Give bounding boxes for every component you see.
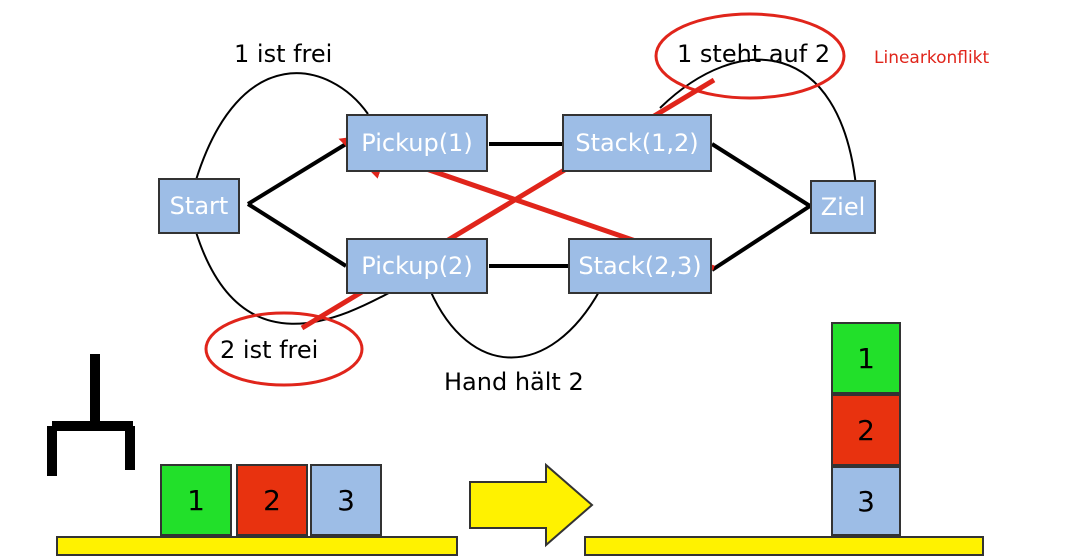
edge-stack23-ziel xyxy=(710,204,812,272)
node-pickup2: Pickup(2) xyxy=(346,238,488,294)
link-one-free xyxy=(195,72,369,181)
goal-block-2: 2 xyxy=(831,394,901,466)
conflict-ellipse-top xyxy=(654,12,846,100)
goal-block-3: 3 xyxy=(831,466,901,536)
annotation-one-on-two: 1 steht auf 2 xyxy=(677,40,831,68)
node-stack23: Stack(2,3) xyxy=(568,238,712,294)
initial-block-3: 3 xyxy=(310,464,382,536)
annotation-linear-conflict: Linearkonflikt xyxy=(874,48,990,68)
annotation-hand-holds-two: Hand hält 2 xyxy=(444,368,584,396)
initial-block-1: 1 xyxy=(160,464,232,536)
link-two-free xyxy=(195,231,399,325)
gripper-icon xyxy=(47,354,135,476)
conflict-ellipse-bottom xyxy=(204,311,364,387)
node-ziel: Ziel xyxy=(810,180,876,234)
node-pickup1: Pickup(1) xyxy=(346,114,488,172)
transition-arrow-icon xyxy=(469,462,594,548)
edge-start-pickup2 xyxy=(246,202,348,268)
annotation-one-free: 1 ist frei xyxy=(234,40,333,68)
annotation-two-free: 2 ist frei xyxy=(220,336,319,364)
initial-block-2: 2 xyxy=(236,464,308,536)
link-hand-holds-two xyxy=(429,289,601,359)
initial-table xyxy=(56,536,458,556)
node-stack12: Stack(1,2) xyxy=(562,114,712,172)
edge-start-pickup1 xyxy=(246,142,348,206)
goal-block-1: 1 xyxy=(831,322,901,394)
edge-stack12-ziel xyxy=(710,142,812,208)
link-one-on-two xyxy=(659,58,857,187)
node-start: Start xyxy=(158,178,240,234)
goal-table xyxy=(584,536,984,556)
